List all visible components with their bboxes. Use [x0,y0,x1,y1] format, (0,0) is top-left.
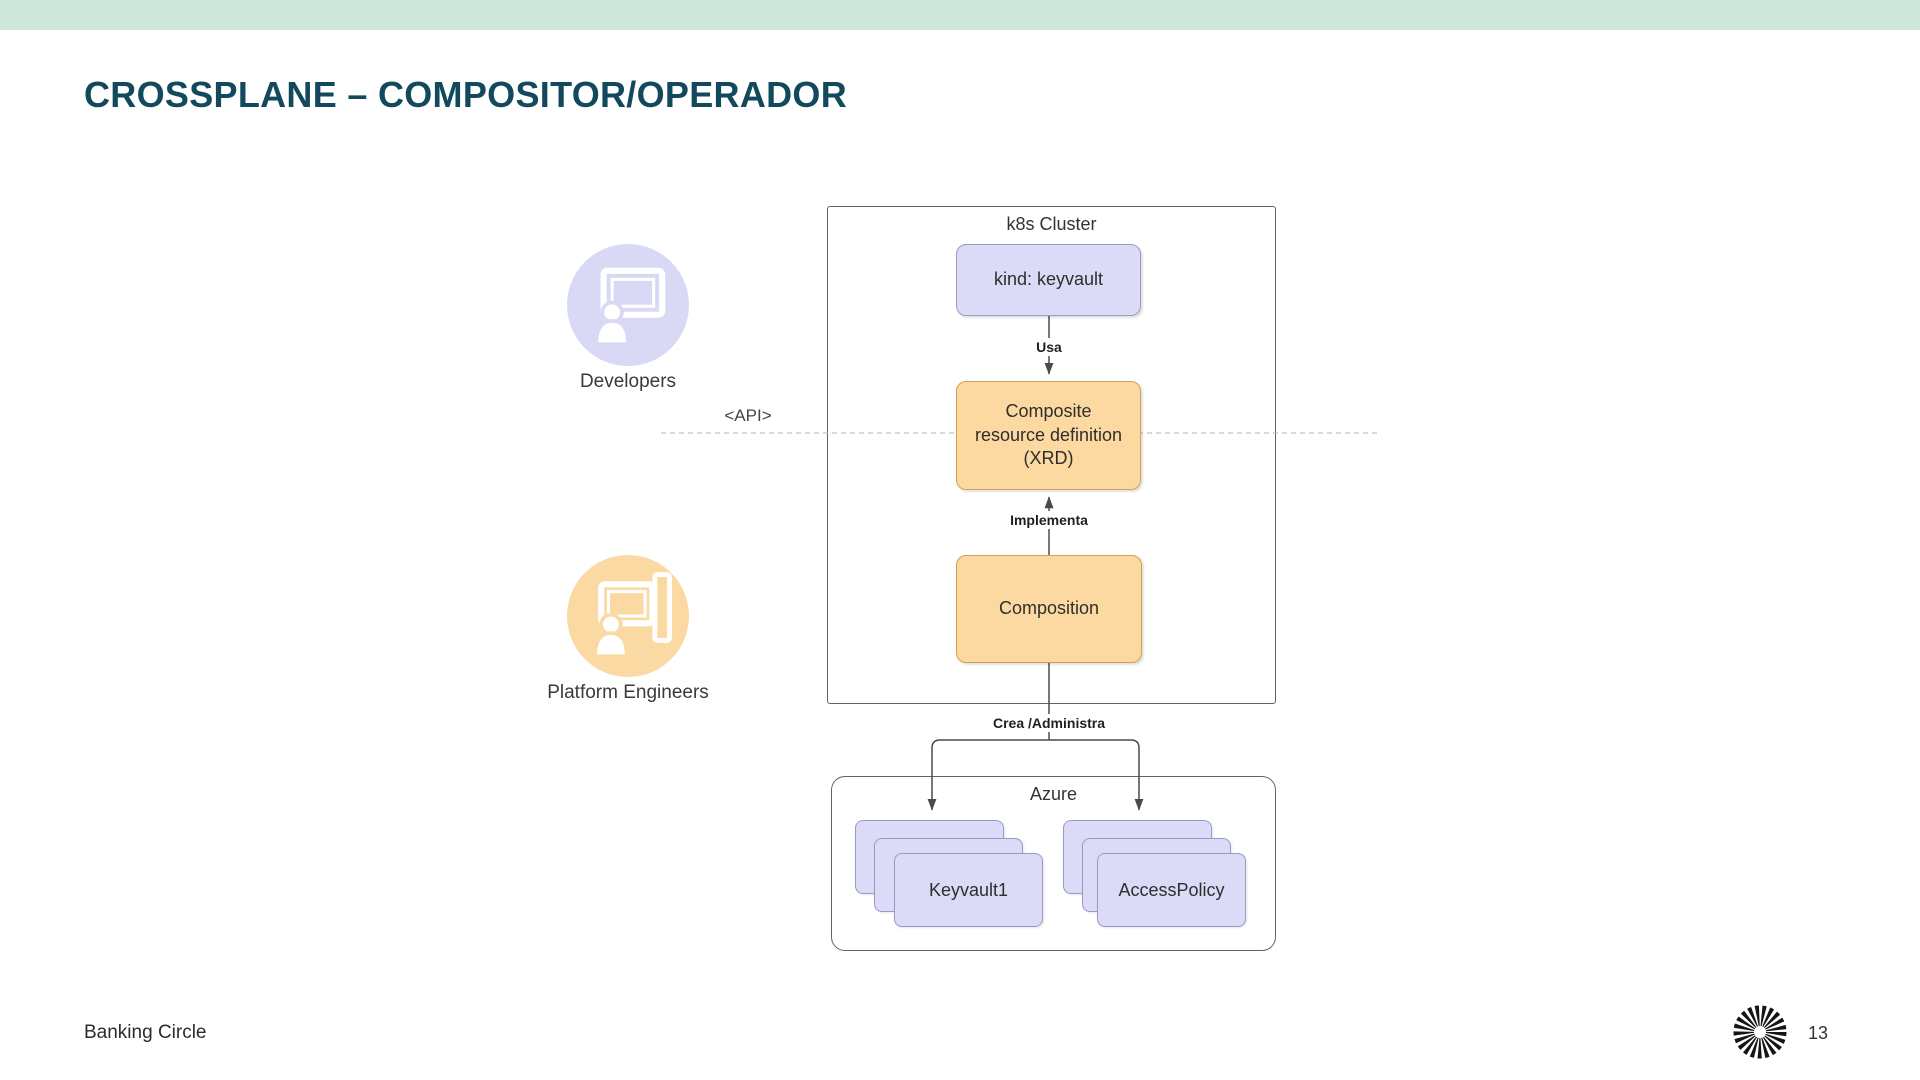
node-composition-label: Composition [998,598,1100,619]
node-xrd-label-line: (XRD) [1023,448,1074,469]
slide-title: CROSSPLANE – COMPOSITOR/OPERADOR [84,74,848,115]
accesspolicy-card-label: AccessPolicy [1118,879,1225,900]
footer-company: Banking Circle [84,1022,207,1043]
top-accent-bar [0,0,1920,30]
developers-label: Developers [579,371,677,392]
developers-actor [567,244,689,366]
k8s-cluster-label: k8s Cluster [1006,214,1097,234]
node-kind-keyvault: kind: keyvault [956,244,1141,316]
keyvault-stack-card-front: Keyvault1 [894,853,1043,927]
person-at-whiteboard-icon [567,555,689,677]
platform-engineers-actor [567,555,689,677]
person-at-whiteboard-icon [567,244,689,366]
api-label: <API> [724,406,772,425]
edge-label-usa: Usa [1031,338,1067,356]
banking-circle-logo [1732,1004,1788,1065]
node-xrd-label-line: Composite [1005,401,1092,422]
node-composition: Composition [956,555,1142,663]
node-xrd: Composite resource definition (XRD) [956,381,1141,490]
node-kind-keyvault-label: kind: keyvault [993,269,1104,290]
page-number: 13 [1808,1023,1829,1043]
node-xrd-label-line: resource definition [974,424,1123,445]
accesspolicy-stack-card-front: AccessPolicy [1097,853,1246,927]
platform-engineers-label: Platform Engineers [547,682,709,703]
edge-label-crea-administra: Crea /Administra [987,714,1111,732]
edge-label-implementa: Implementa [1005,511,1093,529]
keyvault-card-label: Keyvault1 [928,879,1009,900]
azure-label: Azure [1029,784,1078,804]
sunburst-logo-icon [1733,1005,1787,1059]
